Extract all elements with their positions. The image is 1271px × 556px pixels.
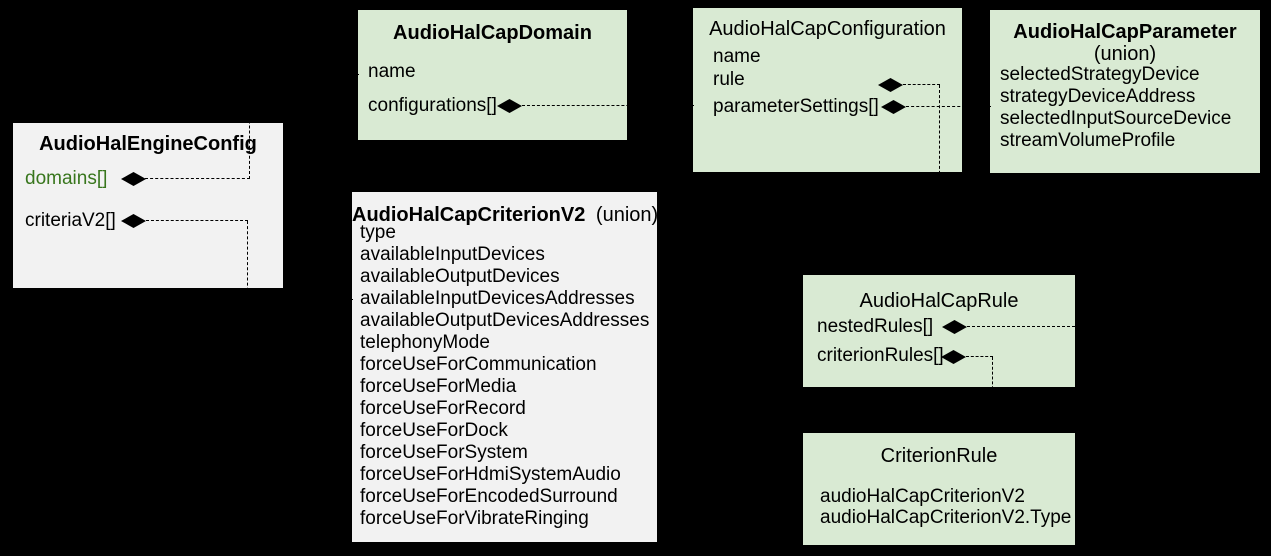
class-field: selectedStrategyDevice [1000, 64, 1200, 85]
class-title: AudioHalCapDomain [393, 22, 592, 44]
class-field: strategyDeviceAddress [1000, 86, 1196, 107]
connector-dashed-line [967, 326, 1140, 327]
connector-dashed-line [247, 299, 353, 300]
composition-diamond-icon [941, 350, 966, 364]
composition-diamond-icon [121, 214, 146, 228]
class-field: audioHalCapCriterionV2 [820, 486, 1025, 507]
class-field: type [360, 222, 396, 243]
connector-dashed-line [966, 356, 993, 357]
class-title: AudioHalCapParameter [1013, 21, 1237, 43]
field-parameter-settings: parameterSettings[] [713, 96, 879, 117]
class-field: forceUseForHdmiSystemAudio [360, 464, 621, 485]
composition-diamond-icon [121, 172, 146, 186]
field-rule: rule [713, 69, 745, 90]
class-field: telephonyMode [360, 332, 490, 353]
class-field: forceUseForRecord [360, 398, 526, 419]
connector-dashed-line [906, 106, 991, 107]
connector-dashed-line [145, 178, 250, 179]
class-field: forceUseForEncodedSurround [360, 486, 618, 507]
connector-dashed-line [249, 74, 359, 75]
connector-dashed-line [903, 84, 940, 85]
field-criteria-v2: criteriaV2[] [25, 210, 116, 231]
class-field: availableOutputDevicesAddresses [360, 310, 650, 331]
field-name: name [368, 61, 416, 82]
class-box-audio-hal-cap-parameter: AudioHalCapParameter (union) selectedStr… [990, 10, 1260, 173]
field-criterion-rules: criterionRules[] [817, 345, 944, 366]
class-title-union-note: (union) [1093, 43, 1157, 65]
class-field: audioHalCapCriterionV2.Type [820, 507, 1072, 528]
class-field: forceUseForSystem [360, 442, 528, 463]
field-nested-rules: nestedRules[] [817, 316, 934, 337]
field-configurations: configurations[] [368, 95, 497, 116]
class-field: forceUseForVibrateRinging [360, 508, 589, 529]
class-title: AudioHalCapCriterionV2 (union) [352, 204, 659, 226]
connector-dashed-line [992, 357, 993, 433]
connector-dashed-line [522, 105, 694, 106]
class-field: forceUseForDock [360, 420, 508, 441]
class-field: availableInputDevicesAddresses [360, 288, 635, 309]
class-box-audio-hal-engine-config: AudioHalEngineConfig domains[] criteriaV… [13, 123, 283, 288]
class-box-audio-hal-cap-rule: AudioHalCapRule nestedRules[] criterionR… [803, 275, 1075, 387]
field-list: audioHalCapCriterionV2 audioHalCapCriter… [820, 486, 1071, 528]
class-field: forceUseForMedia [360, 376, 517, 397]
class-box-audio-hal-cap-configuration: AudioHalCapConfiguration name rule param… [693, 8, 962, 172]
class-field: streamVolumeProfile [1000, 130, 1176, 151]
connector-dashed-line [247, 221, 248, 301]
class-box-audio-hal-cap-criterion-v2: AudioHalCapCriterionV2 (union) type avai… [352, 192, 659, 542]
class-field: availableOutputDevices [360, 266, 560, 287]
class-box-criterion-rule: CriterionRule audioHalCapCriterionV2 aud… [803, 433, 1075, 545]
class-title: AudioHalEngineConfig [39, 133, 257, 155]
class-title-union-note: (union) [595, 204, 659, 226]
composition-diamond-icon [878, 78, 903, 92]
class-field: forceUseForCommunication [360, 354, 597, 375]
connector-dashed-line [939, 85, 940, 275]
field-list: type availableInputDevices availableOutp… [360, 222, 649, 530]
composition-diamond-icon [881, 100, 906, 114]
class-field: availableInputDevices [360, 244, 545, 265]
class-title-text: AudioHalCapCriterionV2 [352, 204, 586, 226]
connector-dashed-line [249, 75, 250, 179]
class-title: CriterionRule [880, 445, 998, 467]
class-title: AudioHalCapConfiguration [709, 18, 946, 40]
class-field: selectedInputSourceDevice [1000, 108, 1232, 129]
field-list: selectedStrategyDevice strategyDeviceAdd… [1000, 64, 1231, 152]
class-title: AudioHalCapRule [859, 290, 1019, 312]
field-domains: domains[] [25, 168, 108, 189]
connector-dashed-line [146, 220, 248, 221]
field-name: name [713, 46, 761, 67]
composition-diamond-icon [497, 99, 522, 113]
composition-diamond-icon [942, 320, 967, 334]
class-box-audio-hal-cap-domain: AudioHalCapDomain name configurations[] [358, 10, 627, 140]
